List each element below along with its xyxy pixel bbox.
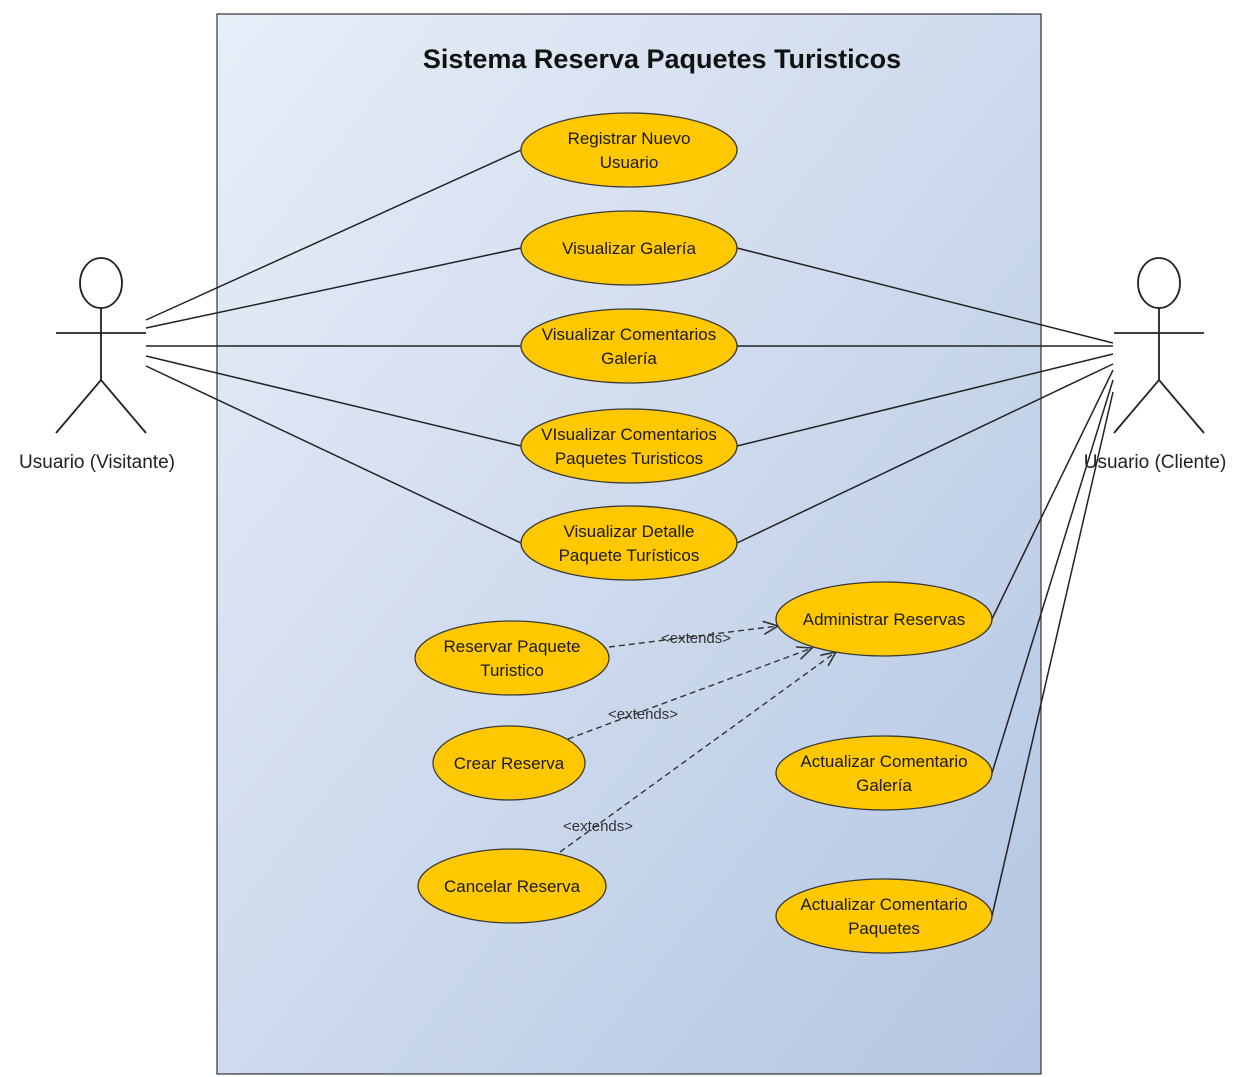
use-case-ellipse: [520, 505, 738, 581]
extends-arrowhead: [795, 646, 814, 660]
use-case-label: Paquetes: [848, 919, 920, 938]
use-case-label: Visualizar Galería: [562, 239, 696, 258]
use-case-ellipse: [520, 308, 738, 384]
stick-figure-icon: [55, 257, 147, 434]
association-line: [145, 355, 522, 447]
actor-label: Usuario (Visitante): [19, 452, 175, 473]
system-title: Sistema Reserva Paquetes Turisticos: [423, 44, 901, 74]
use-case-label: Galería: [856, 776, 912, 795]
use-case-ellipse: [775, 581, 993, 657]
association-line: [991, 379, 1114, 774]
use-case-label: Galería: [601, 349, 657, 368]
association-line: [145, 149, 522, 321]
use-case-cancelar: Cancelar Reserva: [417, 848, 607, 924]
extends-label: <extends>: [563, 818, 633, 835]
association-line: [145, 247, 522, 329]
use-case-ellipse: [775, 735, 993, 811]
actor-label: Usuario (Cliente): [1084, 452, 1227, 473]
use-case-label: Crear Reserva: [454, 754, 565, 773]
associations: [145, 149, 1114, 917]
association-line: [991, 369, 1114, 620]
use-case-label: Visualizar Comentarios: [542, 325, 716, 344]
extends-label: <extends>: [661, 630, 731, 647]
use-case-label: Paquete Turísticos: [559, 546, 700, 565]
extends-line: [608, 625, 779, 648]
extends-line: [559, 651, 837, 853]
use-case-galeria: Visualizar Galería: [520, 210, 738, 286]
extends-label: <extends>: [608, 706, 678, 723]
use-case-label: Reservar Paquete: [443, 637, 580, 656]
use-case-label: Usuario: [600, 153, 659, 172]
use-case-ellipse: [414, 620, 610, 696]
use-case-ellipse: [520, 210, 738, 286]
extends-relations: <extends> <extends> <extends>: [559, 620, 838, 853]
use-case-label: Turistico: [480, 661, 544, 680]
use-case-label: Actualizar Comentario: [800, 752, 967, 771]
association-line: [736, 353, 1114, 447]
association-line: [736, 247, 1114, 344]
use-case-label: Cancelar Reserva: [444, 877, 581, 896]
use-case-ellipse: [520, 112, 738, 188]
use-case-ellipse: [520, 408, 738, 484]
use-case-label: Visualizar Detalle: [563, 522, 694, 541]
use-case-label: Registrar Nuevo: [568, 129, 691, 148]
use-case-label: VIsualizar Comentarios: [541, 425, 717, 444]
use-case-ellipse: [417, 848, 607, 924]
association-line: [991, 391, 1114, 917]
use-case-ellipse: [775, 878, 993, 954]
use-case-label: Paquetes Turisticos: [555, 449, 703, 468]
association-line: [145, 365, 522, 544]
use-case-label: Administrar Reservas: [803, 610, 966, 629]
use-case-ellipse: [432, 725, 586, 801]
actors: Usuario (Visitante) Usuario (Cliente): [19, 257, 1227, 473]
actor-visitante: Usuario (Visitante): [19, 257, 175, 473]
use-case-crear: Crear Reserva: [432, 725, 586, 801]
actor-cliente: Usuario (Cliente): [1084, 257, 1227, 473]
stick-figure-icon: [1113, 257, 1205, 434]
use-case-label: Actualizar Comentario: [800, 895, 967, 914]
extends-line: [567, 647, 813, 740]
association-line: [736, 363, 1114, 544]
use-case-administrar: Administrar Reservas: [775, 581, 993, 657]
